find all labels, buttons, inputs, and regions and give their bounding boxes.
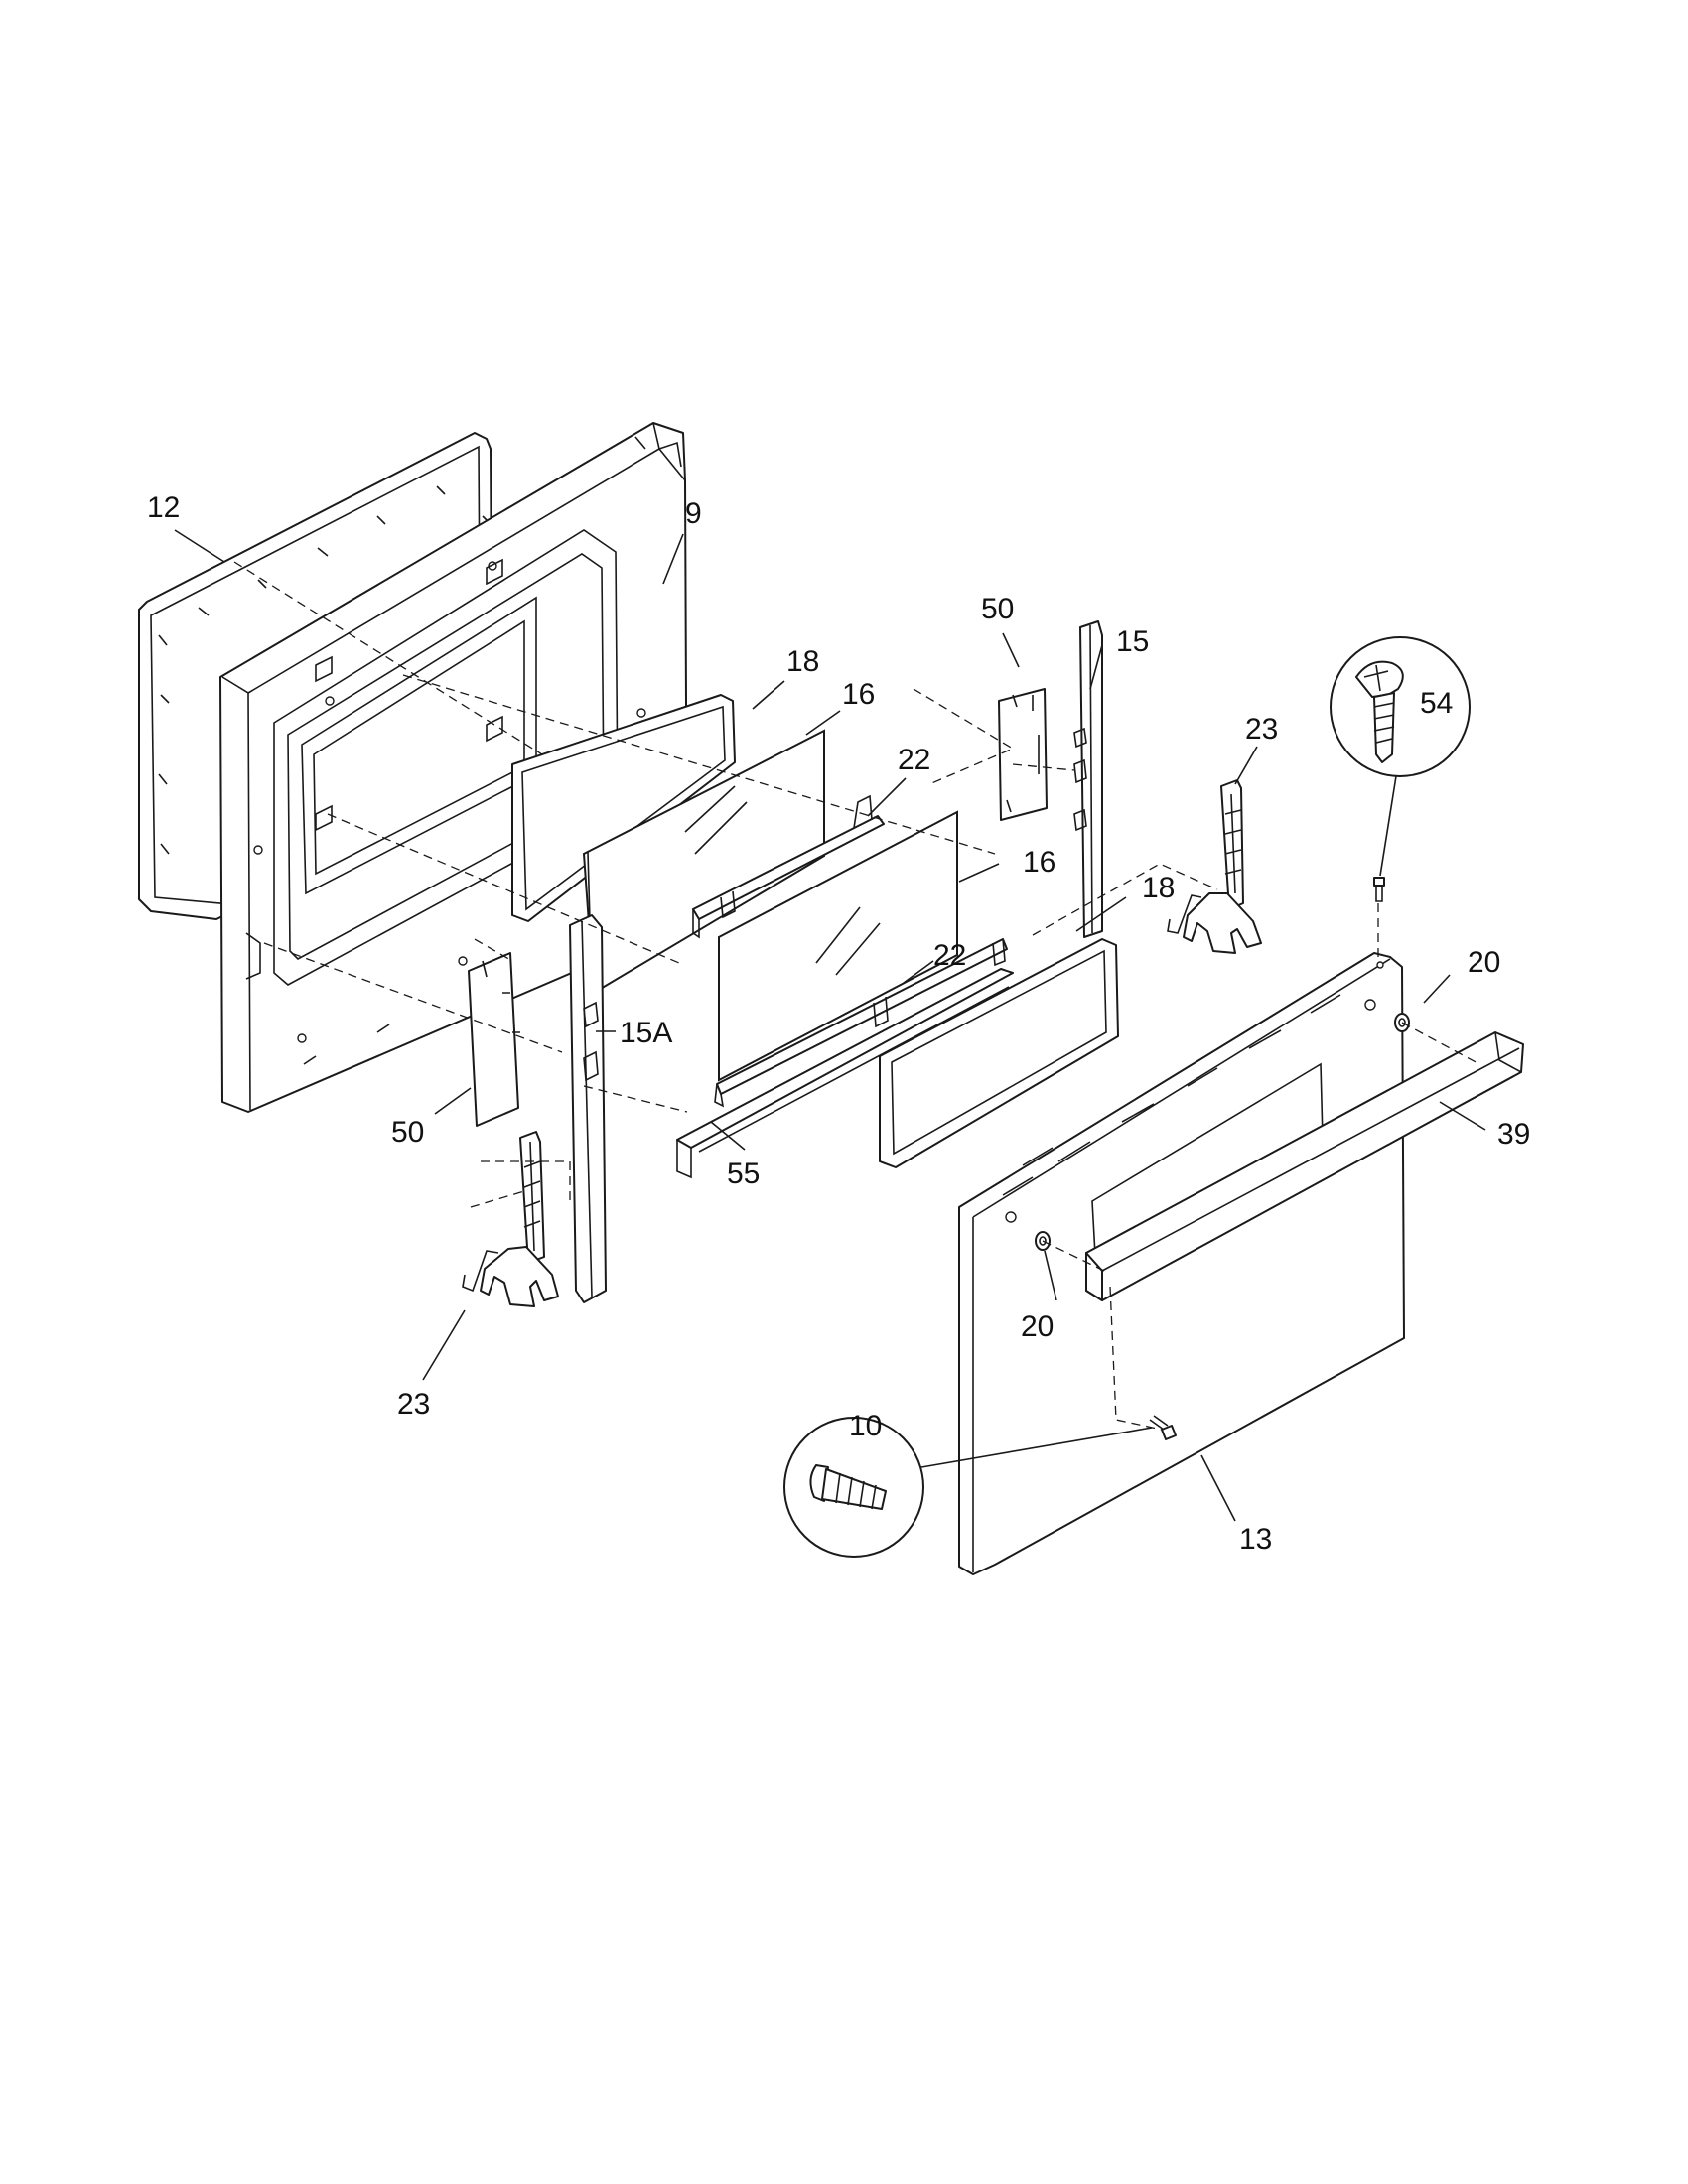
callout-15: 15: [1116, 625, 1149, 658]
callout-13: 13: [1239, 1523, 1272, 1556]
callout-9: 9: [685, 497, 702, 530]
callout-18-upper: 18: [786, 645, 819, 678]
callout-labels: 12 9 18 16 22 50 15 23 54 16 18 22 20 15…: [147, 491, 1530, 1556]
glass-retainer-part-22-lower: [714, 938, 1008, 1108]
glass-retainer-part-22-upper: [692, 794, 885, 939]
glass-panel-part-16-lower: [718, 810, 958, 1082]
callout-15a: 15A: [620, 1017, 672, 1049]
callout-10: 10: [849, 1410, 882, 1442]
callout-54: 54: [1420, 687, 1453, 720]
callout-22-lower: 22: [933, 939, 966, 972]
callout-39: 39: [1497, 1118, 1530, 1151]
callout-18-lower: 18: [1142, 872, 1175, 904]
insulation-shield-part-50-lower: [468, 952, 520, 1127]
screw-part-54-small: [1373, 877, 1385, 902]
bottom-channel-part-55: [676, 968, 1014, 1179]
glass-gasket-part-18-upper: [511, 694, 736, 922]
callout-23-right: 23: [1245, 713, 1278, 746]
door-hinge-part-23-left: [462, 1131, 559, 1307]
insulation-shield-part-50-upper: [998, 688, 1048, 821]
detail-circle-54: [1330, 636, 1471, 777]
door-side-channel-part-15: [1073, 620, 1103, 938]
callout-20-right: 20: [1468, 946, 1500, 979]
callout-50-upper: 50: [981, 593, 1014, 625]
door-side-channel-part-15a: [569, 914, 607, 1303]
callout-16-upper: 16: [842, 678, 875, 711]
callout-leader-lines: [174, 529, 1486, 1522]
callout-23-left: 23: [397, 1388, 430, 1421]
callout-55: 55: [727, 1158, 760, 1190]
callout-22-upper: 22: [898, 744, 930, 776]
detail-circle-10: [783, 1417, 924, 1558]
glass-gasket-part-18-lower: [879, 938, 1119, 1168]
callout-16-lower: 16: [1023, 846, 1055, 879]
outer-door-panel-part-13: [958, 952, 1405, 1575]
door-handle-part-39: [1085, 1031, 1524, 1301]
callout-12: 12: [147, 491, 180, 524]
screw-part-10-small: [1149, 1415, 1177, 1440]
callout-50-lower: 50: [391, 1116, 424, 1149]
door-hinge-part-23-right: [1167, 779, 1262, 954]
assembly-guide-lines: [233, 561, 1480, 1431]
callout-20-lower: 20: [1021, 1310, 1054, 1343]
